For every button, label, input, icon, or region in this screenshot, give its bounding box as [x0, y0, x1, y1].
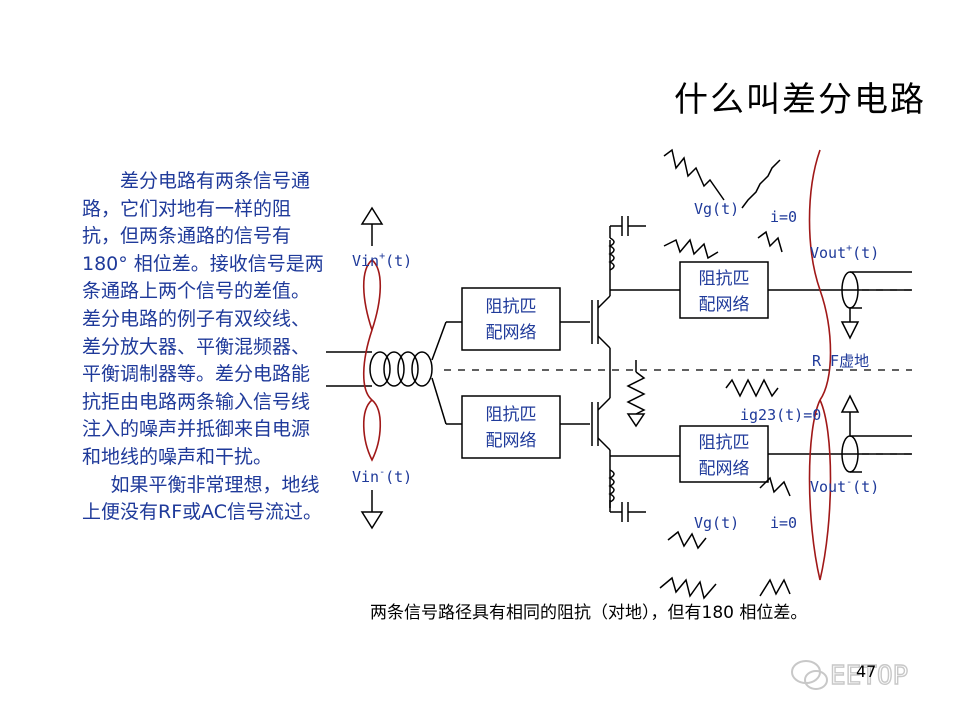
vg-bottom-label: Vg(t)	[694, 514, 739, 532]
page-title: 什么叫差分电路	[674, 80, 926, 120]
left-bottom-block-line-2: 配网络	[486, 431, 537, 451]
vin-plus-arrow	[360, 206, 384, 246]
i-top-label: i=0	[770, 208, 797, 226]
rf-ground-label: R F虚地	[812, 352, 869, 370]
description-paragraph-2: 如果平衡非常理想，地线上便没有RF或AC信号流过。	[82, 473, 323, 524]
page-number: 47	[856, 662, 877, 681]
i-bottom-label: i=0	[770, 514, 797, 532]
noise-sources	[659, 148, 791, 600]
twisted-pair-coil	[369, 351, 433, 387]
watermark-logo: EETOP	[786, 650, 936, 698]
left-top-block-line-1: 阻抗匹	[486, 297, 537, 317]
right-bottom-block-line-2: 配网络	[699, 459, 750, 479]
wechat-icon: EETOP	[791, 660, 909, 692]
vout-minus-label: Vout-(t)	[810, 477, 879, 496]
svg-text:EETOP: EETOP	[830, 661, 908, 691]
description-text: 差分电路有两条信号通路，它们对地有一样的阻抗，但两条通路的信号有180° 相位差…	[82, 168, 327, 527]
vin-plus-label: Vin+(t)	[352, 251, 412, 270]
sine-waves	[362, 149, 832, 581]
left-top-network-box	[461, 287, 561, 351]
description-paragraph-1: 差分电路有两条信号通路，它们对地有一样的阻抗，但两条通路的信号有180° 相位差…	[82, 170, 324, 468]
ig23-label: ig23(t)=0	[740, 406, 821, 424]
vin-minus-arrow	[360, 490, 384, 530]
vg-top-label: Vg(t)	[694, 200, 739, 218]
left-top-block-line-2: 配网络	[486, 323, 537, 343]
vin-minus-label: Vin-(t)	[352, 467, 412, 486]
vout-plus-label: Vout+(t)	[810, 243, 879, 262]
right-top-block-line-1: 阻抗匹	[699, 269, 750, 289]
right-bottom-block-line-1: 阻抗匹	[699, 433, 750, 453]
diagram-caption: 两条信号路径具有相同的阻抗（对地），但有180 相位差。	[370, 603, 808, 623]
left-bottom-block-line-1: 阻抗匹	[486, 405, 537, 425]
right-top-block-line-2: 配网络	[699, 295, 750, 315]
left-bottom-network-box	[461, 395, 561, 459]
